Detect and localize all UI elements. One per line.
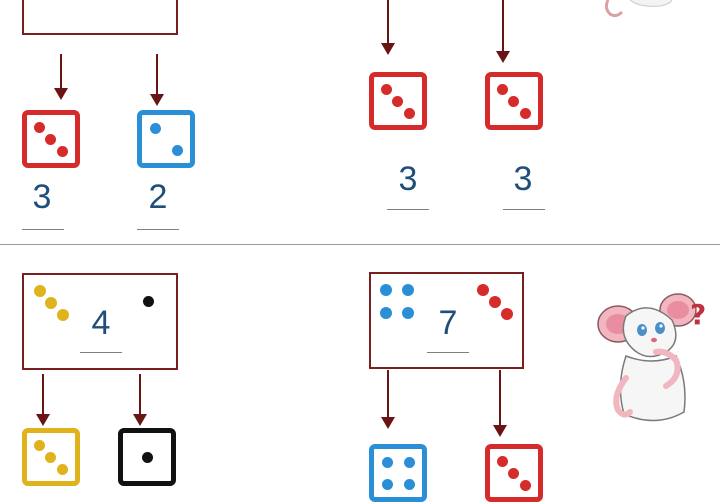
arrow-right-head xyxy=(493,425,507,437)
question-mark-icon: ? xyxy=(690,298,707,331)
arrow-left-head xyxy=(381,43,395,55)
arrow-left xyxy=(387,370,389,418)
arrow-right-head xyxy=(133,414,147,426)
answer-underline xyxy=(387,209,429,210)
arrow-left-head xyxy=(381,417,395,429)
arrow-right xyxy=(139,374,141,416)
dice-three-red-icon xyxy=(369,72,427,130)
arrow-left-head xyxy=(36,414,50,426)
answer-underline xyxy=(137,229,179,230)
mouse-partial-icon xyxy=(604,0,673,18)
dice-three-red-icon xyxy=(22,110,80,168)
dice-three-yellow-icon xyxy=(22,428,80,486)
sum-box-bottom-middle: 7 xyxy=(369,272,524,369)
dice-four-blue-icon xyxy=(369,444,427,502)
arrow-left xyxy=(60,54,62,89)
arrow-left xyxy=(387,0,389,44)
arrow-left xyxy=(42,374,44,416)
arrow-right-head xyxy=(496,51,510,63)
right-answer-number: 2 xyxy=(148,178,168,216)
dice-one-black-icon xyxy=(118,428,176,486)
answer-underline xyxy=(22,229,64,230)
arrow-right xyxy=(502,0,504,52)
sum-number: 4 xyxy=(91,304,111,342)
section-divider xyxy=(0,244,720,245)
left-answer-number: 3 xyxy=(398,160,418,198)
arrow-right-head xyxy=(150,94,164,106)
dice-two-blue-icon xyxy=(137,110,195,168)
left-answer-number: 3 xyxy=(32,178,52,216)
arrow-left-head xyxy=(54,88,68,100)
mouse-thinking-icon xyxy=(597,293,697,422)
arrow-right xyxy=(156,54,158,95)
answer-underline xyxy=(503,209,545,210)
sum-number: 7 xyxy=(438,304,458,342)
answer-underline xyxy=(80,352,122,353)
sum-box-top-left: 5 xyxy=(22,0,178,35)
sum-box-bottom-left: 4 xyxy=(22,273,178,370)
arrow-right xyxy=(499,370,501,426)
right-answer-number: 3 xyxy=(513,160,533,198)
dice-three-red-icon xyxy=(485,444,543,502)
answer-underline xyxy=(427,352,469,353)
dice-three-red-icon xyxy=(485,72,543,130)
